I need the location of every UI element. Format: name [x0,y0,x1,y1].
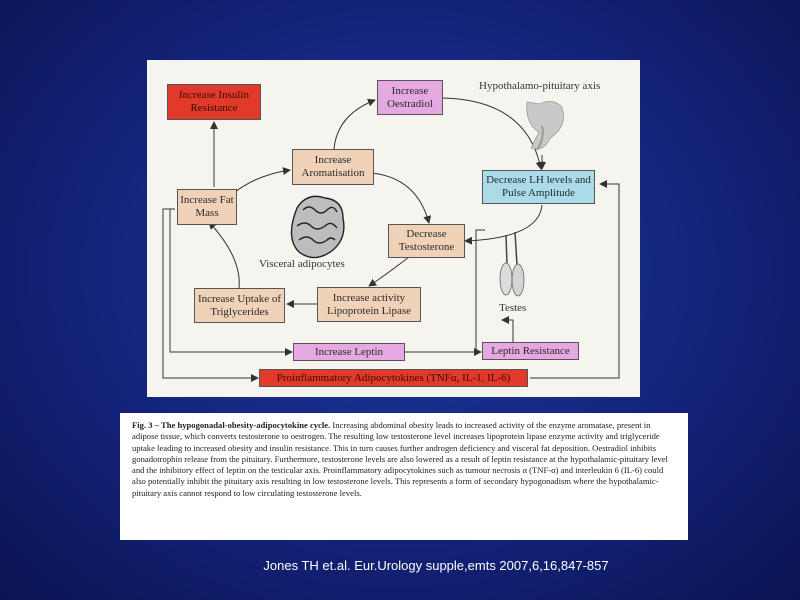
arrow-aromatisation-oestradiol [333,98,376,150]
insulin-resistance-box: Increase Insulin Resistance [167,84,261,120]
arrow-adipocytokines-lh [530,180,620,379]
lh-box: Decrease LH levels and Pulse Amplitude [482,170,595,204]
caption-title: Fig. 3 – The hypogonadal-obesity-adipocy… [132,420,331,430]
oestradiol-box: Increase Oestradiol [377,80,443,115]
axis-label: Hypothalamo-pituitary axis [479,80,601,92]
caption-text: Increasing abdominal obesity leads to in… [132,420,668,498]
arrow-testosterone-lipase [368,256,410,287]
arrow-aromatisation-testosterone [371,172,432,224]
arrow-fatmass-leptin [169,208,293,356]
arrow-loop-adipocytokines [162,208,259,382]
citation-text: Jones TH et.al. Eur.Urology supple,emts … [263,558,609,573]
testes-label: Testes [499,302,527,314]
pituitary-illustration [526,101,564,151]
adipocytokines-box: Proinflammatory Adipocytokines (TNFα, IL… [259,369,528,387]
arrow-oestradiol-lh [442,97,544,170]
diagram-arrows [162,97,620,382]
arrow-resistance-lh [475,229,485,352]
figure-caption: Fig. 3 – The hypogonadal-obesity-adipocy… [120,413,688,540]
leptin-resistance-box: Leptin Resistance [482,342,579,360]
arrow-resistance-testes [501,316,514,342]
lipase-box: Increase activity Lipoprotein Lipase [317,287,421,322]
visceral-label: Visceral adipocytes [259,258,345,270]
aromatisation-box: Increase Aromatisation [292,149,374,185]
diagram-figure: Increase Insulin Resistance Increase Oes… [147,60,640,397]
fat-mass-box: Increase Fat Mass [177,189,237,225]
testosterone-box: Decrease Testosterone [388,224,465,258]
adipocytes-illustration [290,195,345,259]
increase-leptin-box: Increase Leptin [293,343,405,361]
testes-illustration [499,231,525,297]
uptake-box: Increase Uptake of Triglycerides [194,288,285,323]
arrow-lh-testosterone [464,204,543,245]
arrow-fatmass-aromatisation [234,167,291,193]
arrow-uptake-fatmass [208,221,240,289]
